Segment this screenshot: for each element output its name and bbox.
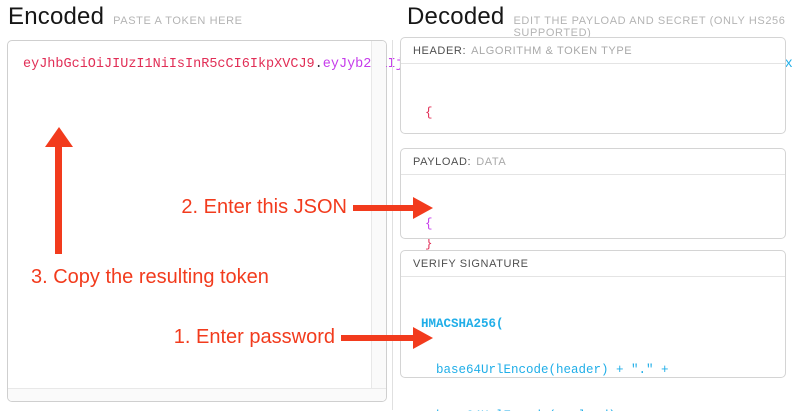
payload-section-label: PAYLOAD: DATA: [401, 149, 785, 175]
verify-section-label: VERIFY SIGNATURE: [401, 251, 785, 277]
decoded-title: Decoded: [407, 3, 505, 30]
right-arrow-shaft: [353, 204, 413, 211]
up-arrow-shaft: [55, 146, 62, 254]
horizontal-scrollbar[interactable]: [8, 388, 386, 401]
header-label-strong: HEADER:: [413, 45, 467, 57]
json-line: {: [425, 106, 433, 120]
header-section-label: HEADER: ALGORITHM & TOKEN TYPE: [401, 38, 785, 64]
decoded-header-section: HEADER: ALGORITHM & TOKEN TYPE { "alg": …: [400, 37, 786, 251]
verify-label: VERIFY SIGNATURE: [413, 258, 529, 270]
code-line: base64UrlEncode(header) + "." +: [421, 363, 669, 377]
annotation-step2-row: 2. Enter this JSON: [181, 196, 433, 219]
encoded-header: Encoded PASTE A TOKEN HERE: [8, 3, 243, 31]
verify-signature-content: HMACSHA256( base64UrlEncode(header) + ".…: [401, 277, 785, 411]
right-arrow-icon: [413, 196, 433, 219]
jwt-token-text: eyJhbGciOiJIUzI1NiIsInR5cCI6IkpXVCJ9.eyJ…: [23, 54, 793, 76]
column-divider: [392, 40, 393, 410]
payload-label-strong: PAYLOAD:: [413, 156, 472, 168]
annotation-step1: 1. Enter password: [173, 326, 335, 348]
payload-label-muted: DATA: [476, 156, 507, 168]
decoded-header: Decoded EDIT THE PAYLOAD AND SECRET (ONL…: [407, 3, 793, 39]
header-label-muted: ALGORITHM & TOKEN TYPE: [471, 45, 633, 57]
token-header-segment: eyJhbGciOiJIUzI1NiIsInR5cCI6IkpXVCJ9: [23, 57, 315, 72]
code-line: base64UrlEncode(payload),: [421, 407, 785, 411]
decoded-payload-section: PAYLOAD: DATA { "role": "todo_user" }: [400, 148, 786, 319]
annotation-step1-row: 1. Enter password: [174, 326, 433, 349]
up-arrow-icon: [45, 127, 73, 147]
right-arrow-shaft: [341, 334, 413, 341]
decoded-subtitle: EDIT THE PAYLOAD AND SECRET (ONLY HS256 …: [513, 15, 786, 39]
json-line: {: [425, 217, 433, 231]
hmac-function-line: HMACSHA256(: [421, 317, 504, 331]
json-line: }: [425, 236, 433, 251]
token-separator: .: [314, 57, 323, 72]
vertical-scrollbar[interactable]: [371, 41, 386, 388]
right-arrow-icon: [413, 326, 433, 349]
annotation-step3: 3. Copy the resulting token: [31, 266, 269, 288]
encoded-token-input[interactable]: eyJhbGciOiJIUzI1NiIsInR5cCI6IkpXVCJ9.eyJ…: [7, 40, 793, 402]
encoded-subtitle: PASTE A TOKEN HERE: [113, 15, 243, 27]
encoded-title: Encoded: [8, 3, 105, 30]
verify-signature-section: VERIFY SIGNATURE HMACSHA256( base64UrlEn…: [400, 250, 786, 411]
annotation-step2: 2. Enter this JSON: [181, 196, 347, 218]
